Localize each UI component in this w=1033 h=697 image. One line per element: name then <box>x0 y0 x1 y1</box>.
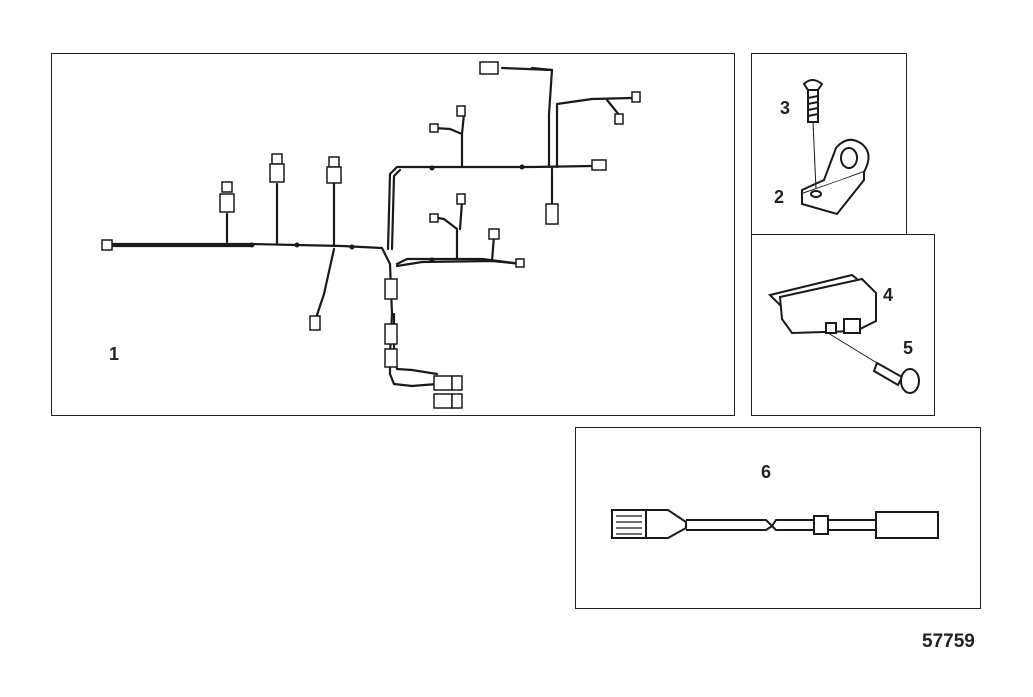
harness-panel <box>51 53 735 416</box>
callout-clamp-screw: 3 <box>780 98 791 118</box>
clamp-panel: 3 2 <box>751 53 907 235</box>
callout-cable: 6 <box>761 462 772 482</box>
wiring-harness-drawing <box>101 61 641 409</box>
callout-clamp: 2 <box>774 187 785 207</box>
module-panel: 4 5 <box>751 234 935 416</box>
cable-drawing <box>611 509 939 539</box>
module-drawing <box>768 273 920 394</box>
callout-module: 4 <box>883 285 894 305</box>
callout-harness: 1 <box>109 344 120 364</box>
figure-number: 57759 <box>922 631 975 652</box>
callout-module-screw: 5 <box>903 338 914 358</box>
cable-panel: 6 <box>575 427 981 609</box>
clamp-drawing <box>801 79 870 216</box>
